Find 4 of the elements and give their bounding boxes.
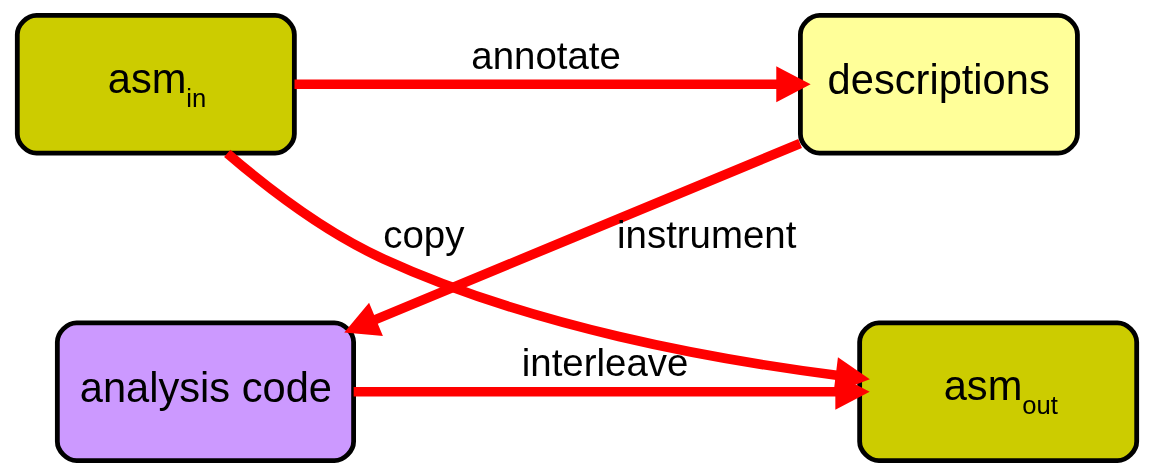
edge-label: interleave bbox=[521, 340, 688, 384]
edge-label: annotate bbox=[470, 33, 621, 77]
edge-label: copy bbox=[382, 212, 464, 256]
edge-label: instrument bbox=[616, 212, 796, 256]
